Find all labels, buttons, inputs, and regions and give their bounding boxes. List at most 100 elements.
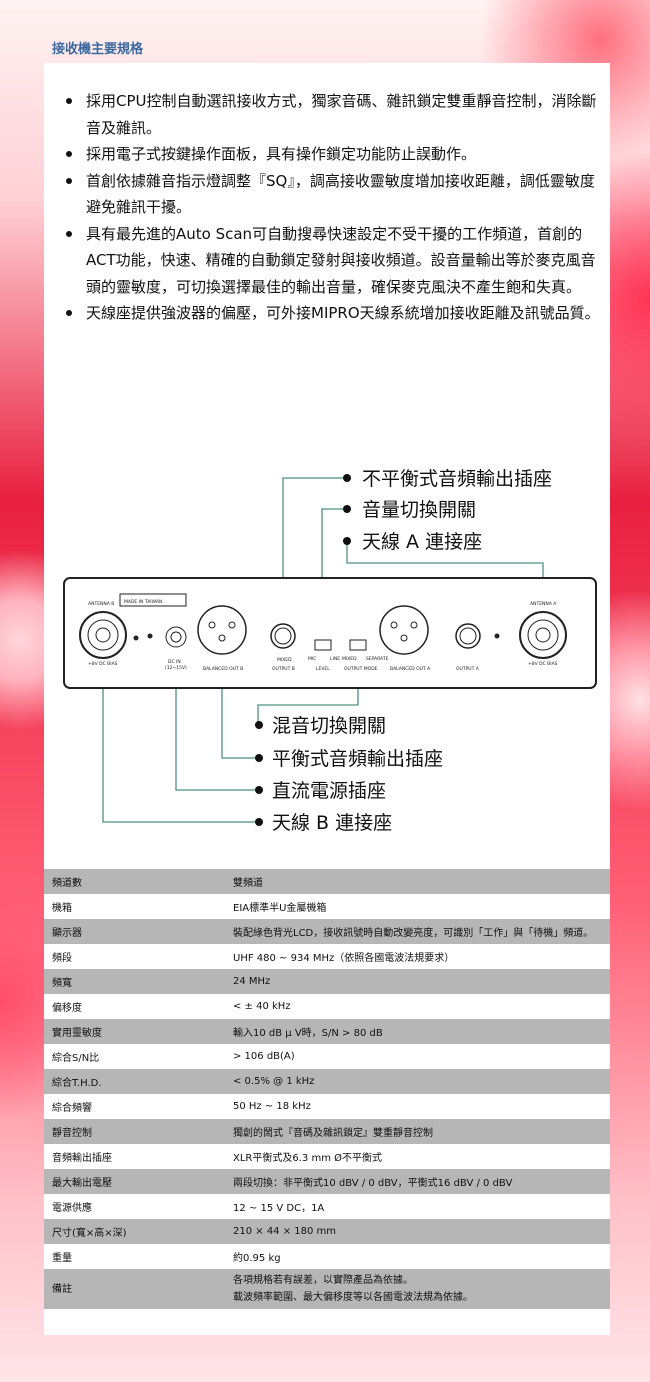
spec-value-line: 輸入10 dB μ V時，S/N > 80 dB	[233, 1028, 383, 1039]
spec-label: 綜合頻響	[52, 1103, 92, 1114]
svg-text:OUTPUT A: OUTPUT A	[456, 666, 480, 672]
svg-text:+8V DC BIAS: +8V DC BIAS	[528, 661, 558, 667]
feature-item: 具有最先進的Auto Scan可自動搜尋快速設定不受干擾的工作頻道，首創的ACT…	[64, 221, 604, 301]
callout-dc-input: 直流電源插座	[272, 780, 386, 802]
feature-item: 採用電子式按鍵操作面板，具有操作鎖定功能防止誤動作。	[64, 141, 604, 168]
callout-mix-switch: 混音切換開關	[272, 715, 386, 737]
spec-value-line: > 106 dB(A)	[233, 1051, 295, 1062]
spec-value: 各項規格若有誤差，以實際產品為依據。載波頻率範圍、最大偏移度等以各國電波法規為依…	[225, 1269, 610, 1309]
section-title: 接收機主要規格	[52, 42, 144, 57]
svg-text:OUTPUT B: OUTPUT B	[272, 666, 295, 672]
spec-value: 輸入10 dB μ V時，S/N > 80 dB	[225, 1019, 610, 1044]
spec-label: 頻道數	[44, 869, 225, 894]
svg-text:BALANCED OUT A: BALANCED OUT A	[390, 666, 431, 672]
spec-label: 綜合S/N比	[52, 1053, 100, 1064]
callout-unbalanced-output: 不平衡式音頻輸出插座	[362, 468, 552, 490]
svg-text:MIXED: MIXED	[342, 656, 357, 662]
spec-value: > 106 dB(A)	[225, 1044, 610, 1069]
svg-text:MIC: MIC	[308, 656, 316, 662]
panel-labels: ANTENNA B MADE IN TAIWAN ANTENNA A +8V D…	[88, 599, 558, 672]
spec-row: 機箱 EIA標準半U金屬機箱	[44, 894, 610, 919]
svg-text:+8V DC BIAS: +8V DC BIAS	[88, 661, 118, 667]
spec-value: UHF 480 ~ 934 MHz（依照各國電波法規要求）	[225, 944, 610, 969]
spec-row: 電源供應 12 ~ 15 V DC，1A	[44, 1194, 610, 1219]
svg-text:OUTPUT MODE: OUTPUT MODE	[344, 666, 378, 672]
spec-value: < ± 40 kHz	[225, 994, 610, 1019]
spec-value: 兩段切換：非平衡式10 dBV / 0 dBV，平衡式16 dBV / 0 dB…	[225, 1169, 610, 1194]
spec-value-line: 各項規格若有誤差，以實際產品為依據。	[233, 1275, 413, 1286]
spec-label: 機箱	[52, 903, 72, 914]
spec-row: 靜音控制獨創的鬧式『音碼及雜訊鎖定』雙重靜音控制	[44, 1119, 610, 1144]
spec-label: 綜合T.H.D.	[44, 1069, 225, 1094]
spec-label: 顯示器	[44, 919, 225, 944]
spec-label: 尺寸(寬×高×深)	[44, 1219, 225, 1244]
spec-row: 綜合T.H.D. < 0.5% @ 1 kHz	[44, 1069, 610, 1094]
spec-value: 約0.95 kg	[225, 1244, 610, 1269]
spec-value: XLR平衡式及6.3 mm Ø不平衡式	[225, 1144, 610, 1169]
spec-row: 音頻輸出插座 XLR平衡式及6.3 mm Ø不平衡式	[44, 1144, 610, 1169]
receiver-rear-panel	[63, 577, 597, 689]
spec-value: 12 ~ 15 V DC，1A	[225, 1194, 610, 1219]
spec-value: 24 MHz	[225, 969, 610, 994]
feature-item: 採用CPU控制自動選訊接收方式，獨家音碼、雜訊鎖定雙重靜音控制，消除斷音及雜訊。	[64, 88, 604, 141]
callout-antenna-b: 天線 B 連接座	[272, 812, 392, 834]
spec-label: 備註	[44, 1269, 225, 1309]
spec-value-line: UHF 480 ~ 934 MHz（依照各國電波法規要求）	[233, 953, 455, 964]
spec-value: 獨創的鬧式『音碼及雜訊鎖定』雙重靜音控制	[225, 1119, 610, 1144]
spec-label: 靜音控制	[44, 1119, 225, 1144]
feature-item: 首創依據雜音指示燈調整『SQ』，調高接收靈敏度增加接收距離，調低靈敏度避免雜訊干…	[64, 168, 604, 221]
spec-row: 頻道數雙頻道	[44, 869, 610, 894]
svg-text:BALANCED OUT B: BALANCED OUT B	[203, 666, 243, 672]
spec-row: 實用靈敏度輸入10 dB μ V時，S/N > 80 dB	[44, 1019, 610, 1044]
spec-value-line: < ± 40 kHz	[233, 1001, 291, 1012]
feature-list: 採用CPU控制自動選訊接收方式，獨家音碼、雜訊鎖定雙重靜音控制，消除斷音及雜訊。…	[64, 88, 604, 327]
spec-row: 頻段 UHF 480 ~ 934 MHz（依照各國電波法規要求）	[44, 944, 610, 969]
spec-value-line: 獨創的鬧式『音碼及雜訊鎖定』雙重靜音控制	[233, 1128, 433, 1139]
spec-label: 音頻輸出插座	[52, 1153, 112, 1164]
spec-value: < 0.5% @ 1 kHz	[225, 1069, 610, 1094]
callout-level-switch: 音量切換開關	[362, 499, 476, 521]
spec-row: 顯示器裝配綠色背光LCD，接收訊號時自動改變亮度，可識別「工作」與「待機」頻道。	[44, 919, 610, 944]
spec-row: 綜合頻響 50 Hz ~ 18 kHz	[44, 1094, 610, 1119]
spec-value-line: 50 Hz ~ 18 kHz	[233, 1101, 311, 1112]
spec-value-line: XLR平衡式及6.3 mm Ø不平衡式	[233, 1153, 382, 1164]
svg-text:MADE IN TAIWAN: MADE IN TAIWAN	[124, 599, 162, 605]
spec-row: 備註各項規格若有誤差，以實際產品為依據。載波頻率範圍、最大偏移度等以各國電波法規…	[44, 1269, 610, 1309]
svg-text:ANTENNA B: ANTENNA B	[88, 601, 114, 607]
spec-label: 實用靈敏度	[44, 1019, 225, 1044]
spec-label: 電源供應	[52, 1203, 92, 1214]
svg-text:SEPARATE: SEPARATE	[366, 656, 389, 662]
spec-value-line: 12 ~ 15 V DC，1A	[233, 1203, 325, 1214]
spec-value-line: < 0.5% @ 1 kHz	[233, 1076, 315, 1087]
content-panel: 採用CPU控制自動選訊接收方式，獨家音碼、雜訊鎖定雙重靜音控制，消除斷音及雜訊。…	[44, 63, 610, 1335]
spec-value: 裝配綠色背光LCD，接收訊號時自動改變亮度，可識別「工作」與「待機」頻道。	[225, 919, 610, 944]
spec-value-line: 載波頻率範圍、最大偏移度等以各國電波法規為依據。	[233, 1292, 473, 1303]
spec-row: 最大輸出電壓兩段切換：非平衡式10 dBV / 0 dBV，平衡式16 dBV …	[44, 1169, 610, 1194]
svg-text:LINE: LINE	[330, 656, 340, 662]
spec-value-line: 約0.95 kg	[233, 1253, 281, 1264]
spec-label: 頻段	[52, 953, 72, 964]
spec-row: 綜合S/N比 > 106 dB(A)	[44, 1044, 610, 1069]
rear-panel-diagram: ANTENNA B MADE IN TAIWAN ANTENNA A +8V D…	[63, 468, 597, 834]
spec-row: 尺寸(寬×高×深)210 × 44 × 180 mm	[44, 1219, 610, 1244]
spec-row: 重量約0.95 kg	[44, 1244, 610, 1269]
feature-item: 天線座提供強波器的偏壓，可外接MIPRO天線系統增加接收距離及訊號品質。	[64, 300, 604, 327]
callout-balanced-output: 平衡式音頻輸出插座	[272, 748, 443, 770]
svg-text:ANTENNA A: ANTENNA A	[530, 601, 557, 607]
svg-text:LEVEL: LEVEL	[316, 666, 330, 672]
spec-label: 偏移度	[52, 1003, 82, 1014]
callout-dots	[255, 474, 351, 826]
spec-value: 50 Hz ~ 18 kHz	[225, 1094, 610, 1119]
spec-value-line: 兩段切換：非平衡式10 dBV / 0 dBV，平衡式16 dBV / 0 dB…	[233, 1178, 513, 1189]
spec-value-line: 24 MHz	[233, 976, 271, 987]
spec-value-line: EIA標準半U金屬機箱	[233, 903, 327, 914]
spec-label: 最大輸出電壓	[44, 1169, 225, 1194]
spec-value: 雙頻道	[225, 869, 610, 894]
svg-text:(12~15V): (12~15V)	[165, 665, 187, 671]
spec-label: 頻寬	[44, 969, 225, 994]
svg-text:MIXED: MIXED	[277, 657, 292, 663]
callout-antenna-a: 天線 A 連接座	[362, 531, 482, 553]
spec-row: 頻寬 24 MHz	[44, 969, 610, 994]
spec-value-line: 雙頻道	[233, 878, 263, 889]
